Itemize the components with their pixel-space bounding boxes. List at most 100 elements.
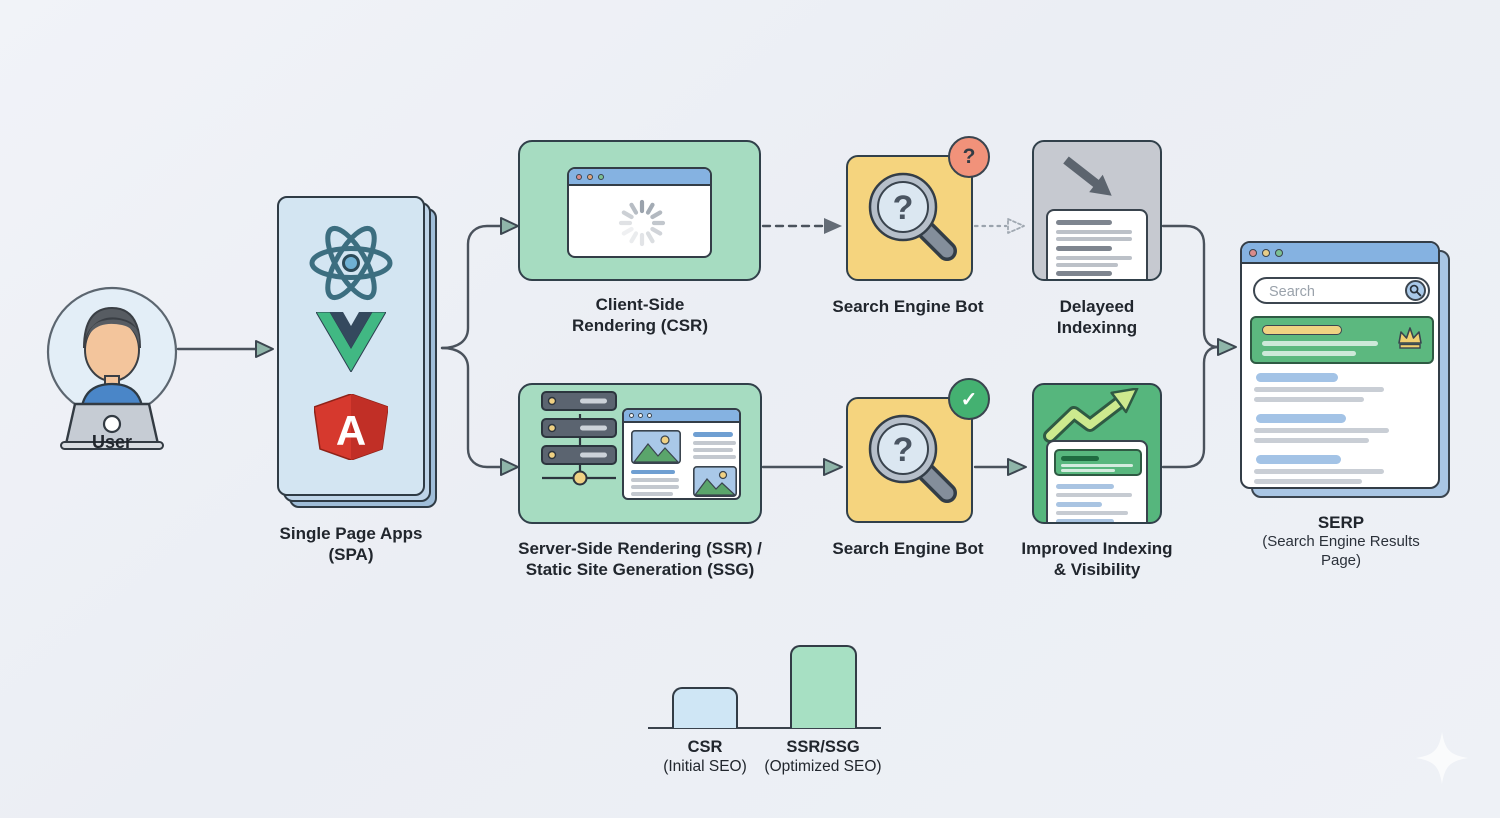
magnifier-question-icon: ? <box>868 172 957 261</box>
magnifier-question-icon: ? <box>868 414 957 503</box>
window-dot-icon <box>629 413 634 418</box>
window-dot-icon <box>647 413 652 418</box>
ssr-browser-window <box>622 408 741 500</box>
skeleton-line <box>631 470 675 474</box>
skeleton-line <box>1254 387 1384 392</box>
growth-arrow-icon <box>1043 388 1139 443</box>
skeleton-line <box>1254 438 1369 443</box>
image-placeholder-icon <box>631 430 681 464</box>
window-dot-icon <box>587 173 593 180</box>
result-title-pill <box>1256 414 1346 423</box>
window-dot-icon <box>638 413 643 418</box>
window-dot-icon <box>1275 248 1283 257</box>
search-input[interactable] <box>1267 281 1389 302</box>
connector-spa-to-ssr <box>440 346 503 469</box>
connector-delayed-to-serp <box>1161 224 1220 349</box>
skeleton-line <box>693 455 736 459</box>
skeleton-line <box>1254 428 1389 433</box>
angular-logo: A <box>314 394 388 460</box>
skeleton-line <box>631 492 673 496</box>
delayed-document-card <box>1046 209 1148 279</box>
serp-search-bar[interactable] <box>1253 277 1430 304</box>
bar-csr-label: CSR (Initial SEO) <box>663 738 747 775</box>
skeleton-line <box>1056 271 1112 276</box>
skeleton-line <box>1056 519 1114 522</box>
sparkle-icon <box>1416 732 1468 784</box>
window-dot-icon <box>576 173 582 180</box>
csr-label: Client-Side Rendering (CSR) <box>572 295 708 336</box>
chart-baseline <box>648 727 881 729</box>
arrowhead-icon <box>823 458 843 476</box>
skeleton-line <box>693 441 736 445</box>
skeleton-line <box>1056 263 1118 267</box>
top-ranked-result-card <box>1250 316 1434 364</box>
skeleton-line <box>1061 456 1099 461</box>
connector-spa-to-csr <box>440 224 503 350</box>
skeleton-line <box>1061 469 1115 472</box>
skeleton-line <box>1262 341 1378 346</box>
arrowhead-icon <box>500 217 519 235</box>
connector-improved-to-serp <box>1161 345 1220 469</box>
skeleton-line <box>1262 351 1356 356</box>
spa-label: Single Page Apps (SPA) <box>279 524 423 565</box>
vue-logo <box>316 312 386 372</box>
skeleton-line <box>1056 493 1132 497</box>
arrowhead-dark-icon <box>824 218 842 234</box>
question-badge-icon: ? <box>948 136 990 178</box>
check-badge-icon: ✓ <box>948 378 990 420</box>
skeleton-line <box>1056 511 1128 515</box>
bar-ssr-label: SSR/SSG (Optimized SEO) <box>764 738 882 775</box>
search-bot-bottom-label: Search Engine Bot <box>832 539 984 558</box>
server-stack-icon <box>541 391 617 486</box>
serp-titlebar <box>1242 243 1438 264</box>
skeleton-line <box>693 432 733 437</box>
serp-label: SERP (Search Engine Results Page) <box>1262 513 1420 569</box>
serp-window <box>1240 241 1440 489</box>
user-label: User <box>91 432 133 452</box>
bar-ssr-ssg <box>790 645 857 728</box>
skeleton-line <box>1061 463 1133 467</box>
improved-document-card <box>1046 440 1148 522</box>
skeleton-line <box>1056 237 1132 241</box>
bar-csr <box>672 687 738 728</box>
result-title-pill <box>1256 455 1341 464</box>
down-right-arrow-icon <box>1063 156 1112 196</box>
highlighted-result-bar <box>1054 449 1142 476</box>
arrowhead-icon <box>500 458 519 476</box>
skeleton-line <box>1254 397 1364 402</box>
arrowhead-icon <box>255 340 274 358</box>
csr-browser-window <box>567 167 712 258</box>
arrowhead-icon <box>1217 338 1237 356</box>
window-dot-icon <box>1249 248 1257 257</box>
window-dot-icon <box>598 173 604 180</box>
crown-icon <box>1398 327 1422 349</box>
skeleton-line <box>1056 484 1114 489</box>
skeleton-line <box>1056 502 1102 507</box>
delayed-indexing-label: Delayeed Indexinng <box>1056 297 1138 338</box>
search-button[interactable] <box>1405 280 1426 301</box>
csr-titlebar <box>569 169 710 186</box>
result-title-pill <box>1256 373 1338 382</box>
react-logo <box>309 225 393 301</box>
skeleton-line <box>693 448 733 452</box>
skeleton-line <box>631 485 679 489</box>
skeleton-line <box>631 478 679 482</box>
skeleton-line <box>1056 256 1132 260</box>
skeleton-line <box>1056 230 1132 234</box>
improved-indexing-label: Improved Indexing & Visibility <box>1021 539 1173 580</box>
result-title-pill <box>1262 325 1342 335</box>
loading-spinner-icon <box>618 199 666 247</box>
skeleton-line <box>1056 246 1112 251</box>
search-bot-top-label: Search Engine Bot <box>832 297 984 316</box>
arrowhead-icon <box>1007 458 1027 476</box>
search-icon <box>1409 284 1422 297</box>
image-placeholder-icon <box>693 466 737 497</box>
skeleton-line <box>1254 479 1362 484</box>
ssr-titlebar <box>624 410 739 423</box>
window-dot-icon <box>1262 248 1270 257</box>
user-icon <box>46 286 178 450</box>
arrowhead-dotted-icon <box>1007 218 1025 234</box>
skeleton-line <box>1056 220 1112 225</box>
skeleton-line <box>1254 469 1384 474</box>
